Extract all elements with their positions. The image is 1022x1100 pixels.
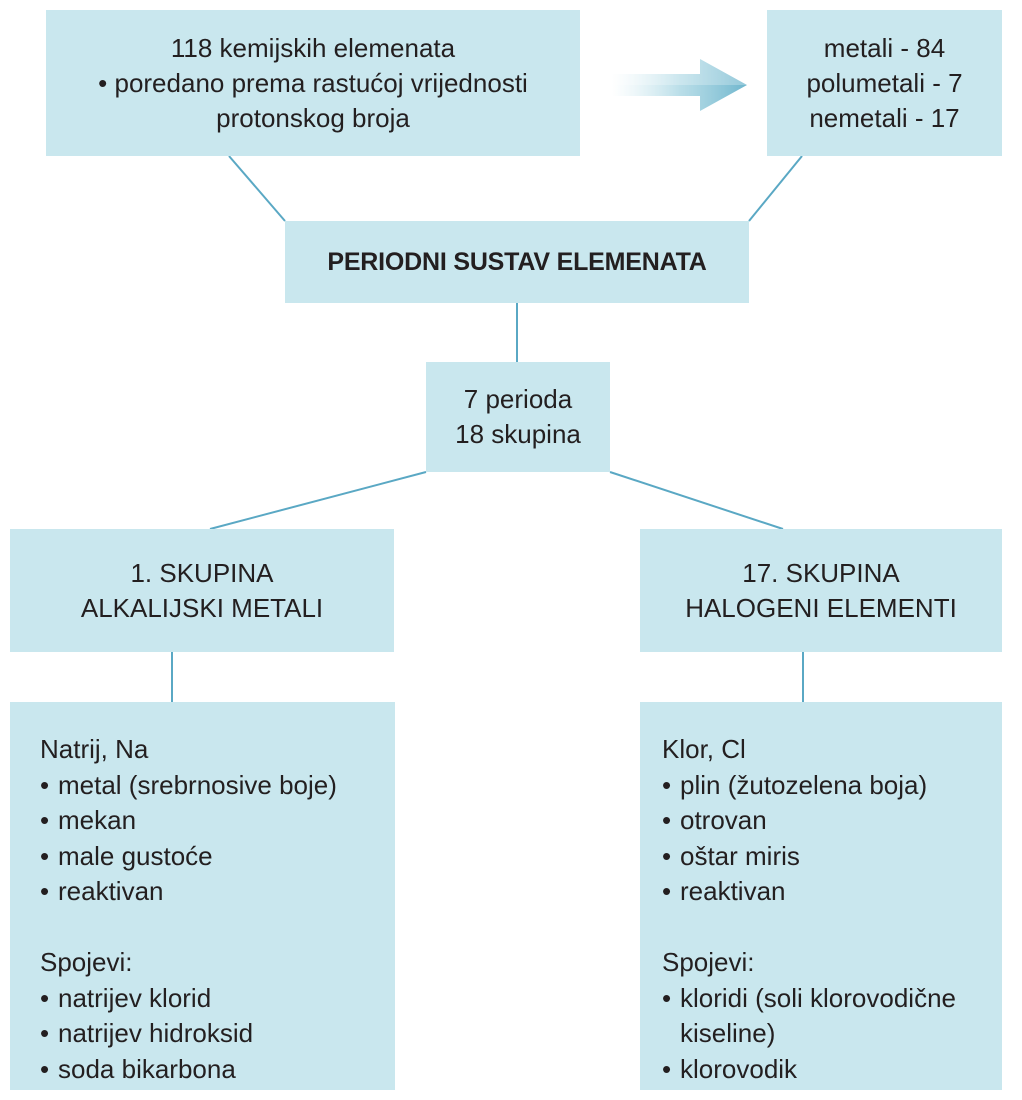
element-types-box: metali - 84 polumetali - 7 nemetali - 17 <box>767 10 1002 156</box>
list-item: •otrovan <box>662 805 767 835</box>
list-item: •male gustoće <box>40 840 213 871</box>
connector-topleft-title <box>228 155 286 222</box>
list-item: •oštar miris <box>662 840 800 871</box>
list-item: •metal (srebrnosive boje) <box>40 769 337 800</box>
metalloids-count: polumetali - 7 <box>806 67 963 98</box>
title-box: PERIODNI SUSTAV ELEMENATA <box>285 221 749 303</box>
list-item-continuation: kiseline) <box>680 1018 776 1048</box>
group-17-number: 17. SKUPINA <box>742 557 900 588</box>
total-elements-box: 118 kemijskih elemenata • poredano prema… <box>46 10 580 156</box>
group-1-box: 1. SKUPINA ALKALIJSKI METALI <box>10 529 394 652</box>
list-item: •soda bikarbona <box>40 1053 236 1084</box>
list-item: •reaktivan <box>40 876 164 906</box>
sodium-compounds-label: Spojevi: <box>40 947 133 977</box>
right-arrow-icon <box>612 59 747 111</box>
total-elements-text: 118 kemijskih elemenata <box>170 32 456 63</box>
ordering-bullet: • poredano prema rastućoj vrijednosti <box>98 67 528 98</box>
chlorine-element-name: Klor, Cl <box>662 734 746 764</box>
list-item: •natrijev hidroksid <box>40 1018 254 1048</box>
connector-middle-right <box>609 471 784 530</box>
sodium-details-box: Natrij, Na •metal (srebrnosive boje) •me… <box>10 702 395 1090</box>
connector-middle-left <box>209 471 427 530</box>
diagram-title: PERIODNI SUSTAV ELEMENATA <box>327 247 707 276</box>
group-1-number: 1. SKUPINA <box>130 557 274 588</box>
groups-count: 18 skupina <box>455 419 581 449</box>
periods-groups-box: 7 perioda 18 skupina <box>426 362 610 472</box>
group-17-box: 17. SKUPINA HALOGENI ELEMENTI <box>640 529 1002 652</box>
list-item: •mekan <box>40 805 137 835</box>
chlorine-details-box: Klor, Cl •plin (žutozelena boja) •otrova… <box>640 702 1002 1090</box>
list-item: •natrijev klorid <box>40 982 212 1013</box>
periods-count: 7 perioda <box>463 384 573 414</box>
list-item: •plin (žutozelena boja) <box>662 769 928 800</box>
list-item: •reaktivan <box>662 876 786 906</box>
chlorine-compounds-label: Spojevi: <box>662 947 755 977</box>
connector-topright-title <box>748 155 803 222</box>
sodium-element-name: Natrij, Na <box>40 734 149 764</box>
metals-count: metali - 84 <box>823 32 946 63</box>
list-item: •klorovodik <box>662 1053 798 1084</box>
group-1-name: ALKALIJSKI METALI <box>80 592 324 623</box>
ordering-continuation: protonskog broja <box>216 102 410 133</box>
nonmetals-count: nemetali - 17 <box>809 102 960 133</box>
group-17-name: HALOGENI ELEMENTI <box>685 592 957 623</box>
list-item: •kloridi (soli klorovodične <box>662 982 956 1013</box>
